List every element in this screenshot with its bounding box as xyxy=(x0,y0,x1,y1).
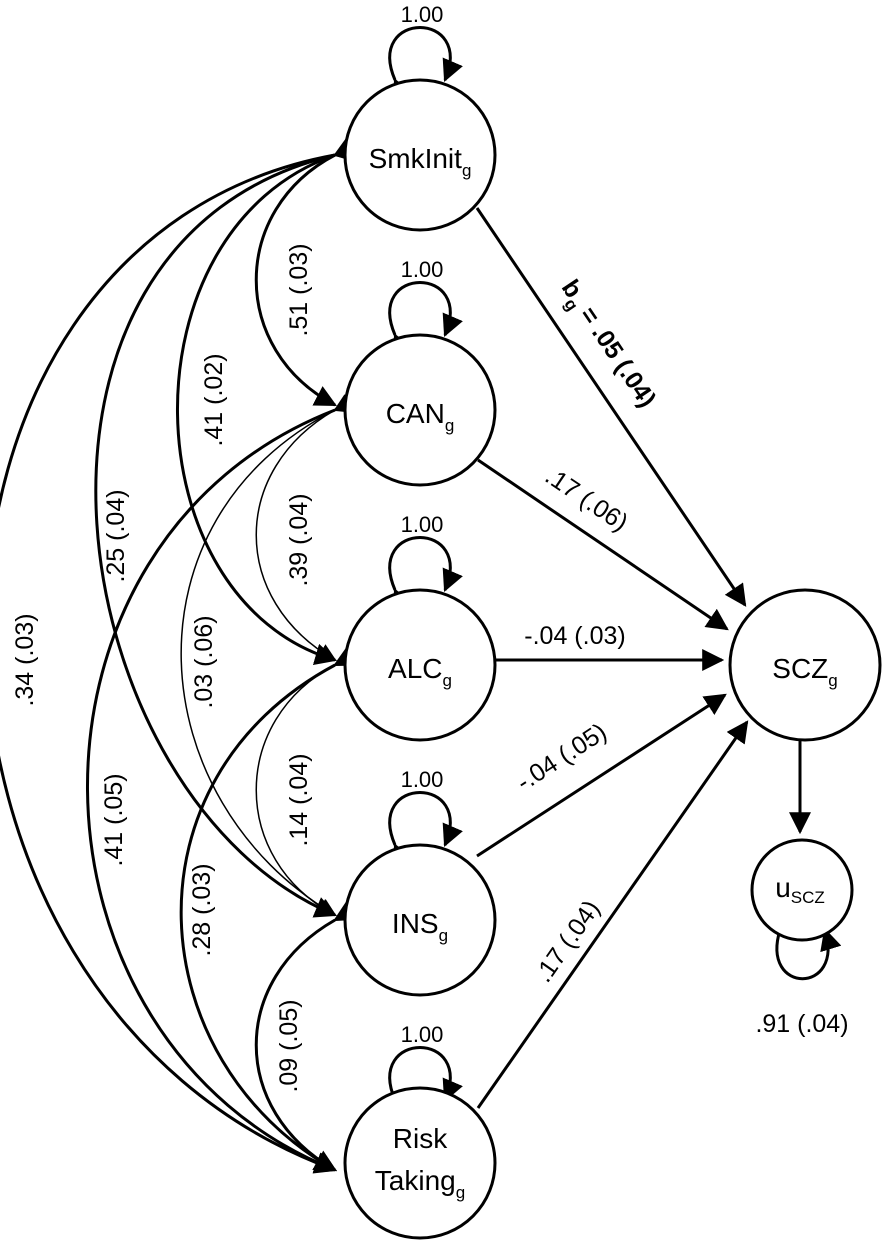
variance-loops xyxy=(388,26,842,1123)
node-ins: INSg xyxy=(343,843,497,997)
path-ins-scz xyxy=(476,693,727,858)
node-alc-label: ALC xyxy=(388,653,442,684)
svg-text:INSg: INSg xyxy=(392,908,448,945)
node-can: CANg xyxy=(343,333,497,487)
variance-label-can: 1.00 xyxy=(401,257,444,282)
variance-loop-can xyxy=(388,281,463,358)
svg-text:ALCg: ALCg xyxy=(388,653,452,690)
node-can-label: CAN xyxy=(386,398,445,429)
node-uscz-label: u xyxy=(775,872,791,903)
variance-label-risk: 1.00 xyxy=(401,1022,444,1047)
cov-label-smkinit-ins: .25 (.04) xyxy=(102,489,130,582)
variance-label-alc: 1.00 xyxy=(401,512,444,537)
path-label-alc-scz: -.04 (.03) xyxy=(524,622,625,650)
svg-text:uSCZ: uSCZ xyxy=(775,872,825,907)
variance-loop-alc xyxy=(388,536,463,613)
node-alc-subscript: g xyxy=(443,671,452,690)
cov-arc-smkinit-risk xyxy=(0,140,357,1174)
cov-label-smkinit-risk: .34 (.03) xyxy=(11,613,39,706)
node-alc: ALCg xyxy=(343,588,497,742)
cov-arc-can-ins xyxy=(180,394,354,916)
node-risk-taking: Risk Takingg xyxy=(343,1086,497,1240)
cov-arc-can-risk xyxy=(86,392,358,1173)
cov-label-can-alc: .39 (.04) xyxy=(285,493,313,586)
variance-loop-risk xyxy=(388,1046,463,1123)
node-risk-line1: Risk xyxy=(393,1123,448,1154)
covariance-arcs xyxy=(0,136,358,1174)
cov-arc-smkinit-ins xyxy=(94,139,357,918)
node-uscz: uSCZ xyxy=(750,838,854,942)
cov-arc-can-alc xyxy=(255,394,354,661)
node-smkinit-subscript: g xyxy=(462,161,471,180)
cov-arc-ins-risk xyxy=(254,900,358,1172)
cov-arc-alc-risk xyxy=(179,645,358,1172)
cov-arc-smkinit-alc xyxy=(176,138,358,665)
cov-label-smkinit-can: .51 (.03) xyxy=(285,243,313,336)
node-risk-label: Taking xyxy=(375,1165,456,1196)
variance-label-ins: 1.00 xyxy=(401,767,444,792)
path-can-scz xyxy=(477,458,729,631)
path-label-ins-scz: -.04 (.05) xyxy=(511,718,611,797)
node-scz-subscript: g xyxy=(828,671,837,690)
cov-label-can-ins: .03 (.06) xyxy=(190,615,218,708)
cov-arc-alc-ins xyxy=(255,649,354,916)
path-risk-scz xyxy=(476,720,749,1109)
cov-label-ins-risk: .09 (.05) xyxy=(275,999,303,1092)
cov-label-alc-risk: .28 (.03) xyxy=(188,863,216,956)
svg-text:SCZg: SCZg xyxy=(772,653,837,690)
node-ins-subscript: g xyxy=(439,926,448,945)
node-smkinit: SmkInitg xyxy=(343,78,497,232)
cov-label-smkinit-alc: .41 (.02) xyxy=(200,353,228,446)
node-ins-label: INS xyxy=(392,908,439,939)
cov-arc-smkinit-can xyxy=(254,136,358,407)
node-risk-subscript: g xyxy=(456,1183,465,1202)
svg-text:Takingg: Takingg xyxy=(375,1165,465,1202)
path-label-smkinit-scz: = .05 (.04) xyxy=(570,296,661,412)
node-can-subscript: g xyxy=(445,416,454,435)
path-label-can-scz: .17 (.06) xyxy=(540,462,633,537)
cov-label-alc-ins: .14 (.04) xyxy=(285,753,313,846)
variance-loop-smkinit xyxy=(388,26,463,103)
node-uscz-subscript: SCZ xyxy=(791,888,825,907)
variance-label-smkinit: 1.00 xyxy=(401,2,444,27)
variance-loop-uscz xyxy=(775,907,842,981)
node-scz-label: SCZ xyxy=(772,653,828,684)
path-smkinit-scz xyxy=(475,207,747,607)
variance-label-uscz: .91 (.04) xyxy=(755,1010,848,1038)
cov-label-can-risk: .41 (.05) xyxy=(100,773,128,866)
node-smkinit-label: SmkInit xyxy=(369,143,463,174)
svg-text:CANg: CANg xyxy=(386,398,455,435)
node-scz: SCZg xyxy=(728,588,882,742)
variance-loop-ins xyxy=(388,791,463,868)
svg-text:SmkInitg: SmkInitg xyxy=(369,143,472,180)
regression-paths xyxy=(475,207,811,1109)
